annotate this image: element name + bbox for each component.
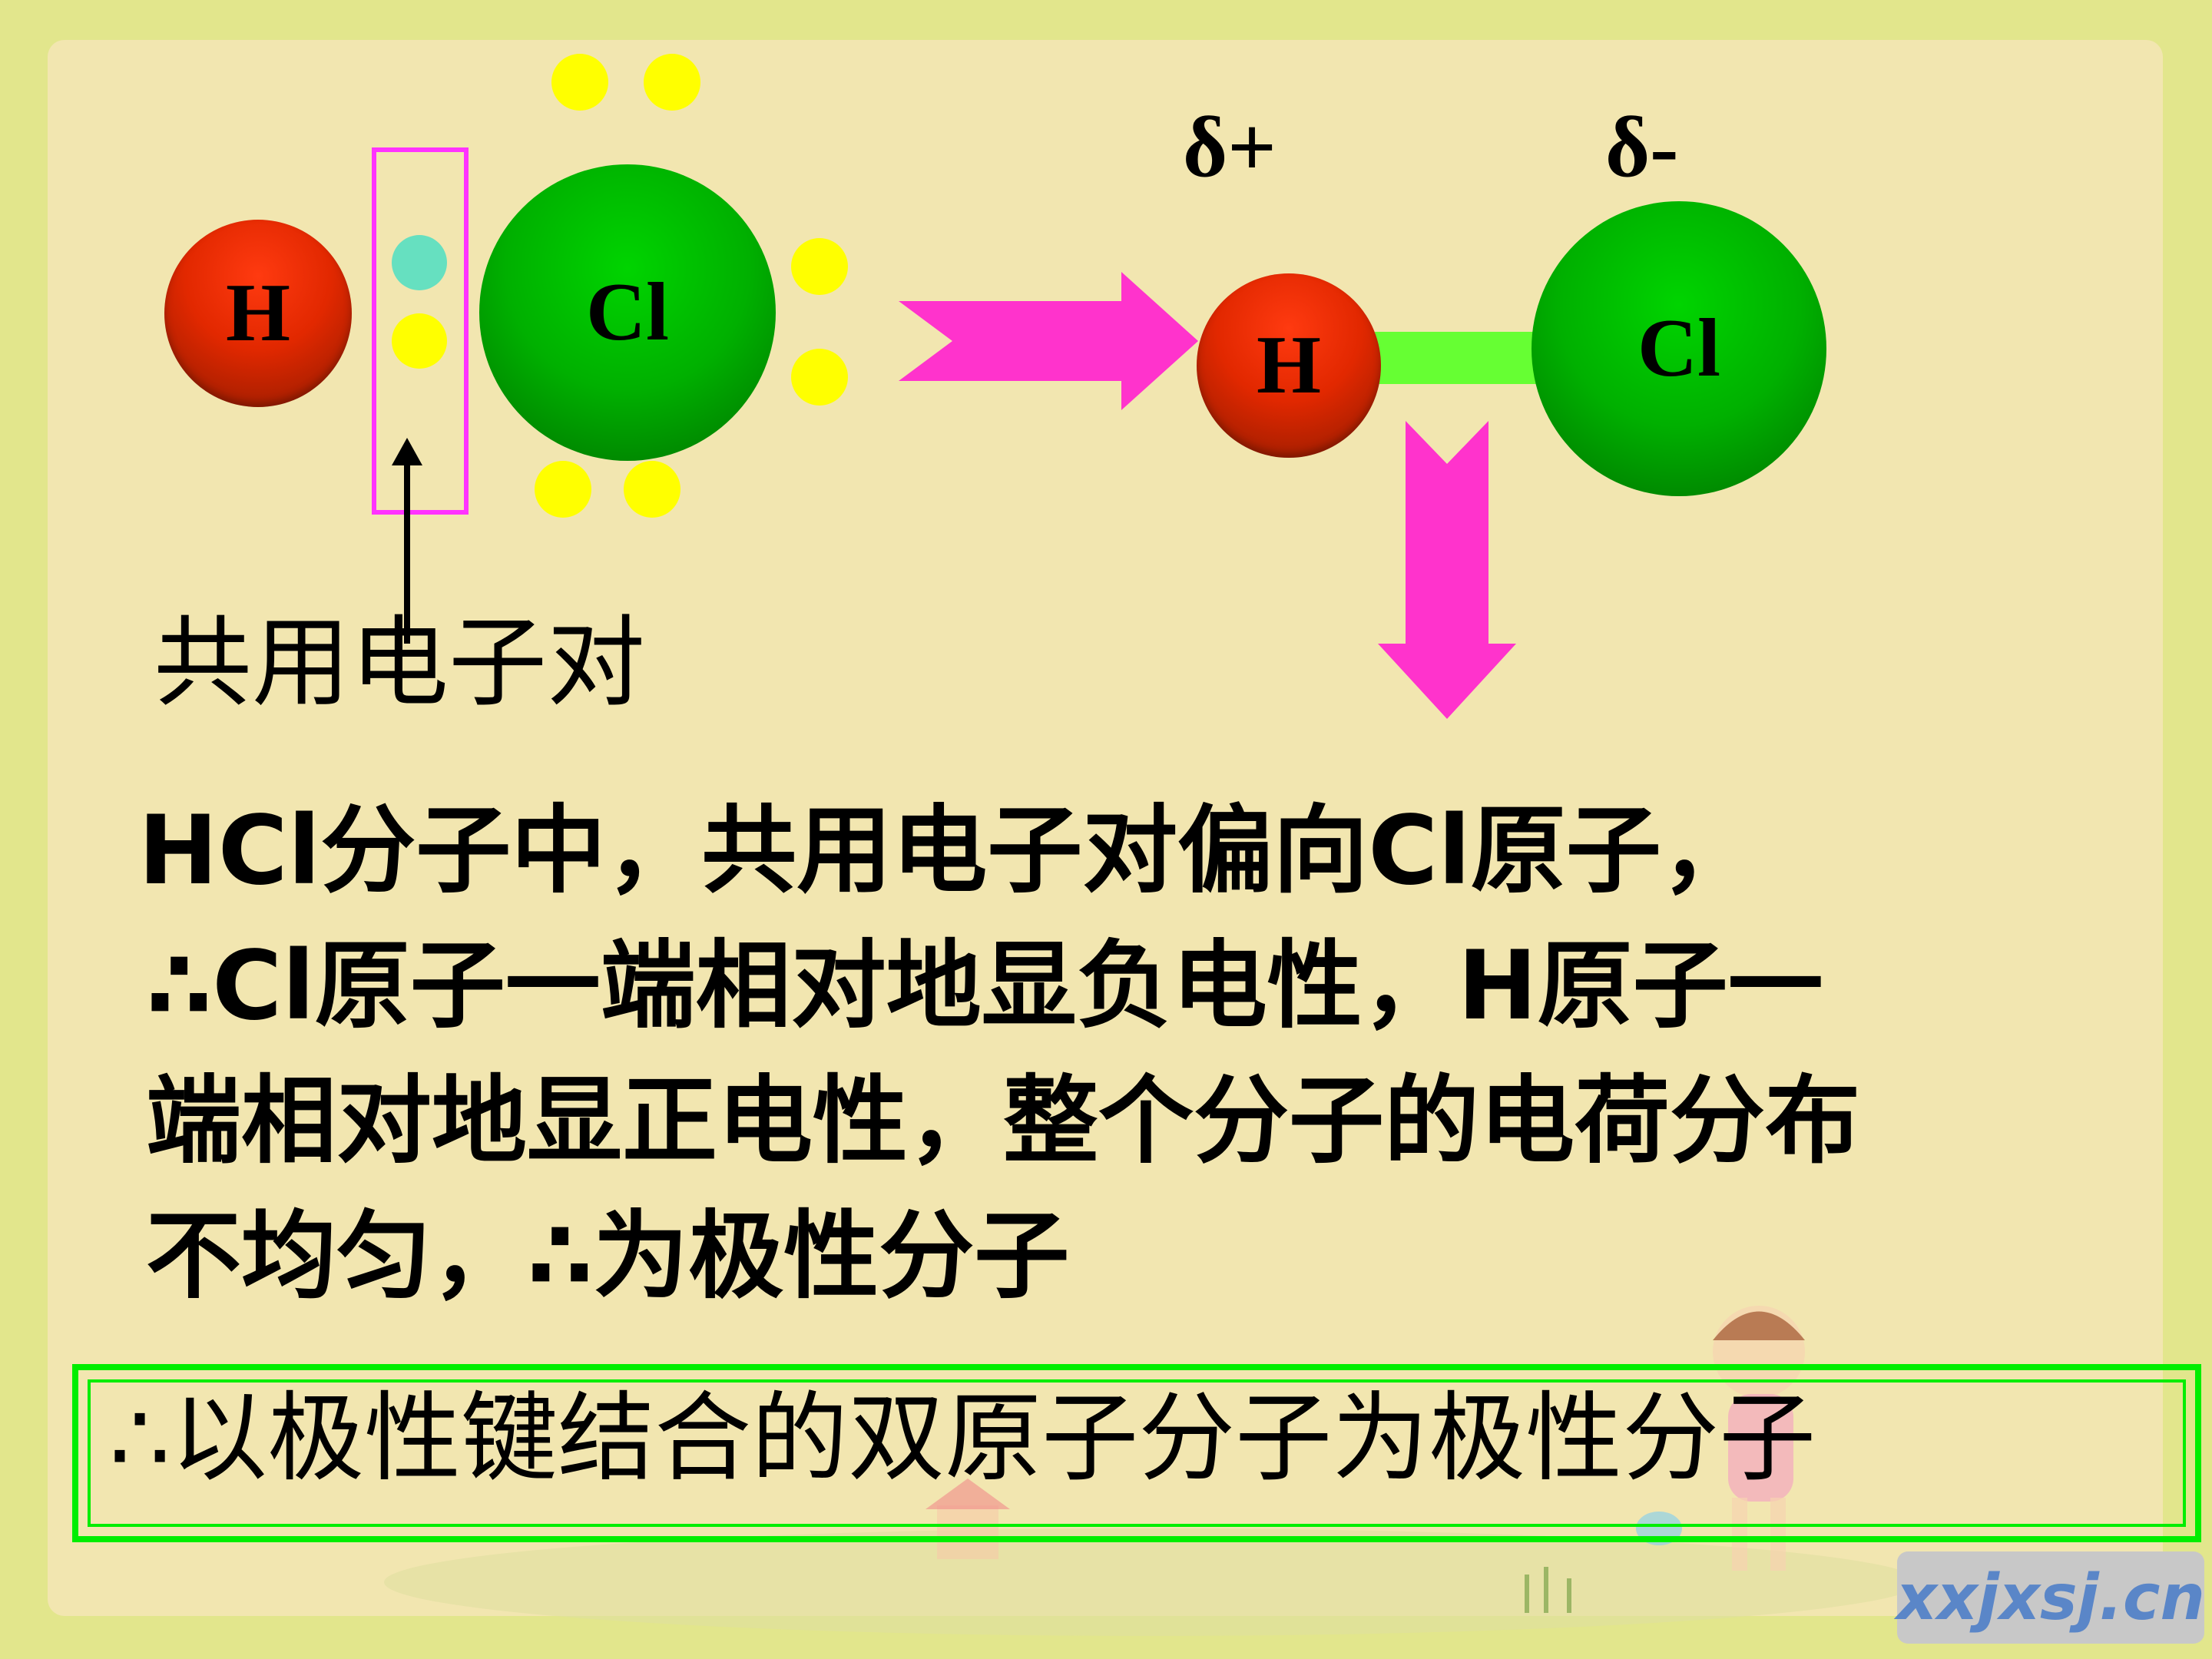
- conclusion-inner-border: [88, 1379, 2186, 1527]
- reaction-arrow-right: [899, 272, 1198, 410]
- conclusion-text: ∴以极性键结合的双原子分子为极性分子: [109, 1382, 1816, 1495]
- shared-electron-chlorine: [392, 313, 447, 369]
- explanation-text: HCl分子中，共用电子对偏向Cl原子， ∴Cl原子一端相对地显负电性，H原子一 …: [138, 783, 2135, 1324]
- shared-pair-caption: 共用电子对: [154, 606, 646, 720]
- partial-positive-label: δ+: [1183, 100, 1277, 195]
- conclusion-box: ∴以极性键结合的双原子分子为极性分子: [72, 1364, 2201, 1542]
- chlorine-atom-left: Cl: [479, 164, 776, 461]
- conclusion-arrow-down: [1378, 421, 1516, 719]
- shared-pair-highlight-box: [372, 147, 469, 515]
- watermark-logo: xxjxsj.cn: [1896, 1551, 2205, 1644]
- lone-electron: [624, 461, 680, 518]
- lone-electron: [535, 461, 591, 518]
- hydrogen-atom-left: H: [164, 220, 352, 407]
- explanation-line: ∴Cl原子一端相对地显负电性，H原子一: [146, 931, 1823, 1041]
- explanation-line: 不均匀，∴为极性分子: [146, 1201, 1070, 1312]
- hydrogen-symbol: H: [1256, 320, 1321, 411]
- lone-electron: [551, 54, 608, 111]
- covalent-bond: [1375, 332, 1551, 384]
- chlorine-symbol: Cl: [586, 267, 669, 358]
- explanation-line: HCl分子中，共用电子对偏向Cl原子，: [138, 796, 1757, 906]
- chlorine-atom-right: Cl: [1532, 201, 1826, 496]
- lone-electron: [644, 54, 700, 111]
- lone-electron: [791, 349, 848, 406]
- hydrogen-symbol: H: [225, 267, 290, 359]
- pointer-arrow: [392, 438, 422, 644]
- partial-negative-label: δ-: [1605, 100, 1679, 195]
- hydrogen-atom-right: H: [1197, 273, 1381, 458]
- lone-electron: [791, 238, 848, 295]
- chlorine-symbol: Cl: [1637, 303, 1720, 394]
- explanation-line: 端相对地显正电性，整个分子的电荷分布: [146, 1066, 1861, 1177]
- shared-electron-hydrogen: [392, 235, 447, 290]
